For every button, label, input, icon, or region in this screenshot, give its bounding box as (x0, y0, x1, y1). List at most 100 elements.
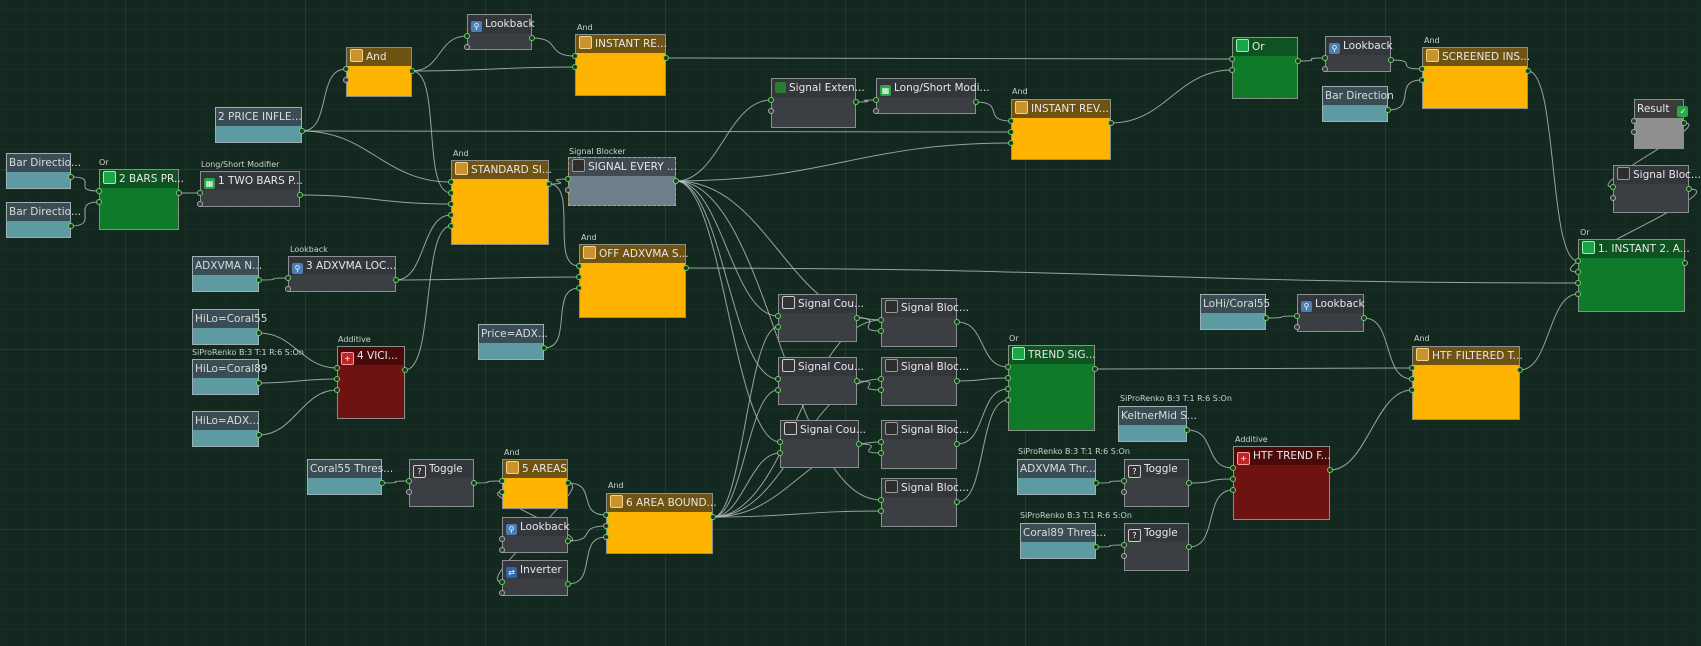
price-inflection-node[interactable]: 2 PRICE INFLE... (215, 107, 302, 143)
instant-re-node[interactable]: INSTANT RE... (575, 34, 667, 96)
input-port[interactable] (775, 324, 781, 330)
output-port[interactable] (1186, 480, 1192, 486)
input-port[interactable] (1610, 184, 1616, 190)
trend-sig-or-node[interactable]: TREND SIG... (1008, 345, 1096, 431)
output-port[interactable] (973, 99, 979, 105)
input-port[interactable] (775, 376, 781, 382)
input-port[interactable] (1575, 280, 1581, 286)
input-port[interactable] (1229, 67, 1235, 73)
input-port[interactable] (565, 176, 571, 182)
node-header[interactable]: OFF ADXVMA S... (580, 245, 689, 263)
input-port[interactable] (1409, 376, 1415, 382)
output-port[interactable] (409, 68, 415, 74)
input-port[interactable] (1005, 386, 1011, 392)
input-port[interactable] (576, 274, 582, 280)
input-port[interactable] (1419, 77, 1425, 83)
signal-counter-node[interactable]: Signal Cou... (778, 357, 864, 405)
output-port[interactable] (1388, 57, 1394, 63)
output-port[interactable] (1108, 120, 1114, 126)
node-header[interactable]: ⚲Lookback (1298, 295, 1365, 313)
input-port[interactable] (572, 53, 578, 59)
signal-blocker-node[interactable]: Signal Bloc... (881, 478, 969, 527)
node-header[interactable]: Signal Cou... (779, 295, 864, 313)
node-header[interactable]: ⇄Inverter (503, 561, 567, 579)
input-port[interactable] (775, 387, 781, 393)
signal-counter-node[interactable]: Signal Cou... (778, 294, 864, 342)
node-header[interactable]: 2 PRICE INFLE... (216, 108, 302, 126)
hilo-coral55-node[interactable]: HiLo=Coral55 (192, 309, 268, 345)
output-port[interactable] (299, 128, 305, 134)
bar-direction-node[interactable]: Bar Directio... (6, 153, 81, 189)
vici-additive-node[interactable]: +4 VICI... (337, 346, 405, 419)
output-port[interactable] (1093, 544, 1099, 550)
output-port[interactable] (176, 190, 182, 196)
output-port[interactable] (954, 441, 960, 447)
input-port[interactable] (499, 489, 505, 495)
output-port[interactable] (673, 178, 679, 184)
input-port[interactable] (334, 387, 340, 393)
input-port[interactable] (1631, 129, 1637, 135)
lookback-node[interactable]: ⚲Lookback (1325, 36, 1393, 72)
input-port[interactable] (448, 201, 454, 207)
output-port[interactable] (379, 480, 385, 486)
input-port[interactable] (499, 579, 505, 585)
node-header[interactable]: Bar Direction (1323, 87, 1394, 105)
node-header[interactable]: ⚲3 ADXVMA LOC... (289, 257, 396, 275)
node-header[interactable]: Result✓ (1635, 100, 1689, 118)
instant-final-or-node[interactable]: 1. INSTANT 2. A... (1578, 239, 1690, 312)
input-port[interactable] (197, 201, 203, 207)
node-header[interactable]: ▦Long/Short Modi... (877, 79, 990, 97)
node-header[interactable]: ?Toggle (410, 460, 473, 478)
input-port[interactable] (878, 376, 884, 382)
input-port[interactable] (1229, 56, 1235, 62)
htf-trend-additive-node[interactable]: +HTF TREND F... (1233, 446, 1331, 520)
input-port[interactable] (565, 187, 571, 193)
bar-direction-node[interactable]: Bar Direction (1322, 86, 1394, 122)
node-header[interactable]: ⚲Lookback (468, 15, 535, 33)
two-bars-modifier-node[interactable]: ▦1 TWO BARS P... (200, 171, 303, 207)
node-header[interactable]: Bar Directio... (7, 154, 81, 172)
input-port[interactable] (499, 536, 505, 542)
output-port[interactable] (256, 380, 262, 386)
hilo-coral89-node[interactable]: HiLo=Coral89 (192, 359, 268, 395)
node-header[interactable]: Signal Cou... (779, 358, 864, 376)
input-port[interactable] (603, 512, 609, 518)
off-adxvma-node[interactable]: OFF ADXVMA S... (579, 244, 689, 318)
keltner-mid-node[interactable]: KeltnerMid S... (1118, 406, 1197, 442)
adxvma-lookback-node[interactable]: ⚲3 ADXVMA LOC... (288, 256, 396, 292)
lohi-coral55-node[interactable]: LoHi/Coral55 (1200, 294, 1270, 330)
node-header[interactable]: Signal Exten... (772, 79, 865, 97)
input-port[interactable] (1121, 478, 1127, 484)
input-port[interactable] (1121, 489, 1127, 495)
input-port[interactable] (334, 376, 340, 382)
output-port[interactable] (1093, 480, 1099, 486)
output-port[interactable] (1327, 467, 1333, 473)
signal-extension-node[interactable]: Signal Exten... (771, 78, 865, 128)
node-header[interactable]: Signal Bloc... (882, 358, 969, 376)
output-port[interactable] (256, 330, 262, 336)
area-bound-node[interactable]: 6 AREA BOUND... (606, 493, 717, 554)
output-port[interactable] (1525, 68, 1531, 74)
input-port[interactable] (448, 179, 454, 185)
toggle-node[interactable]: ?Toggle (1124, 523, 1189, 571)
output-port[interactable] (1517, 367, 1523, 373)
input-port[interactable] (343, 66, 349, 72)
signal-every-blocker-node[interactable]: SIGNAL EVERY ... (568, 157, 677, 206)
input-port[interactable] (1294, 313, 1300, 319)
input-port[interactable] (1005, 397, 1011, 403)
node-header[interactable]: HiLo=ADX... (193, 412, 259, 430)
screened-ins-node[interactable]: SCREENED INS... (1422, 47, 1530, 109)
input-port[interactable] (1409, 365, 1415, 371)
input-port[interactable] (1631, 118, 1637, 124)
node-header[interactable]: Coral89 Thres... (1021, 524, 1106, 542)
output-port[interactable] (1186, 544, 1192, 550)
output-port[interactable] (402, 367, 408, 373)
input-port[interactable] (878, 387, 884, 393)
lookback-node[interactable]: ⚲Lookback (502, 517, 570, 553)
output-port[interactable] (1385, 107, 1391, 113)
input-port[interactable] (285, 286, 291, 292)
toggle-node[interactable]: ?Toggle (409, 459, 474, 507)
output-port[interactable] (954, 378, 960, 384)
output-port[interactable] (710, 514, 716, 520)
